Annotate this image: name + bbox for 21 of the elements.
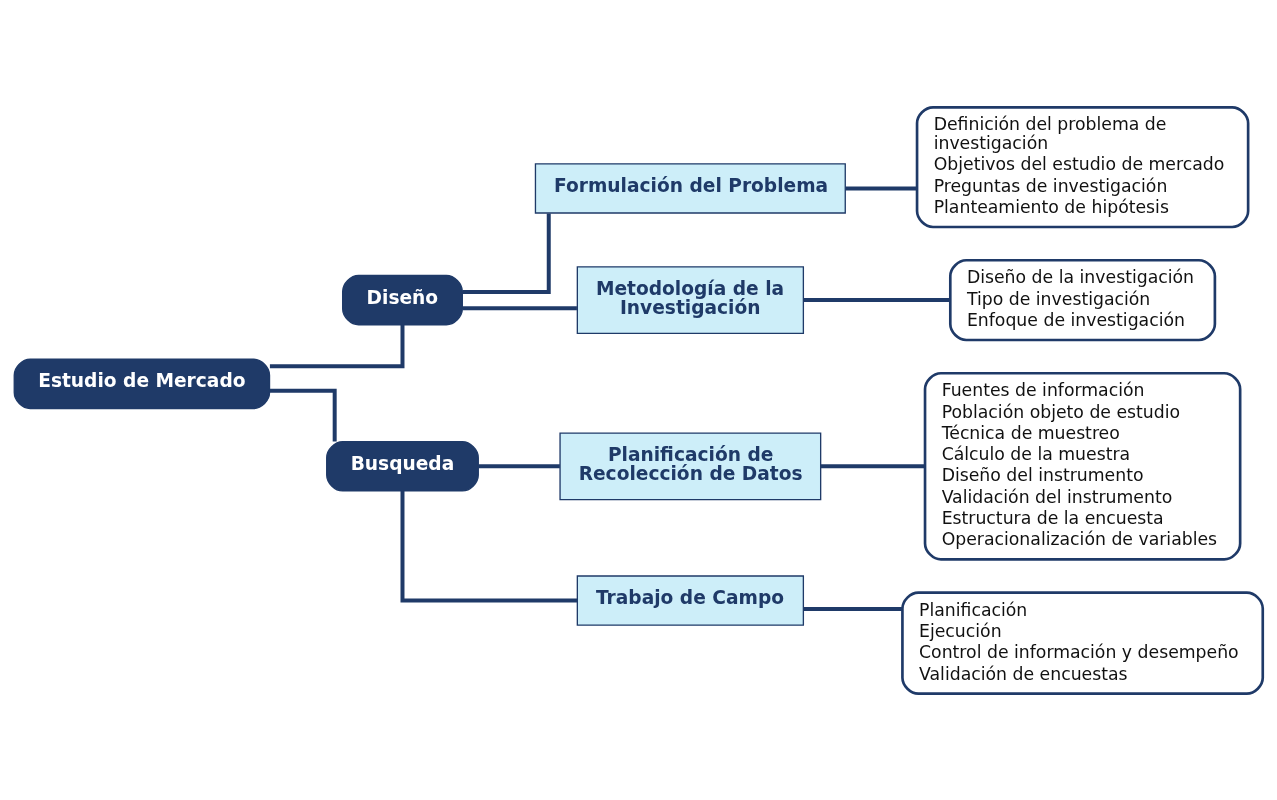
node-box: Definición del problema de investigación Objetivos del estudio de mercado Preguntas de investigación Planteamiento de hipótesis [915,105,1250,228]
connector [400,490,577,603]
node-box: Diseño de la investigación Tipo de investigación Enfoque de investigación [948,258,1217,341]
connector [845,185,917,190]
connector [462,213,551,294]
node-box: Formulación del Problema [534,162,846,214]
connector [803,297,950,302]
connector [269,324,405,368]
node-box: Trabajo de Campo [576,574,805,626]
node-box: Busqueda [326,440,479,492]
connector [478,463,560,468]
node-box: Diseño [342,274,463,325]
node-box: Fuentes de información Población objeto de estudio Técnica de muestreo Cálculo de la muestra Diseño del instrumento Validación del instrumento Estructura de la encuesta Operacionalización de variables [923,371,1242,561]
connector [820,463,925,468]
connector [269,388,337,442]
node-box: Planificación de Recolección de Datos [559,431,822,500]
connector [803,606,903,611]
connector [462,305,577,310]
node-box: Estudio de Mercado [13,358,271,409]
node-box: Metodología de la Investigación [576,265,805,334]
node-box: Planificación Ejecución Control de información y desempeño Validación de encuestas [901,590,1265,695]
